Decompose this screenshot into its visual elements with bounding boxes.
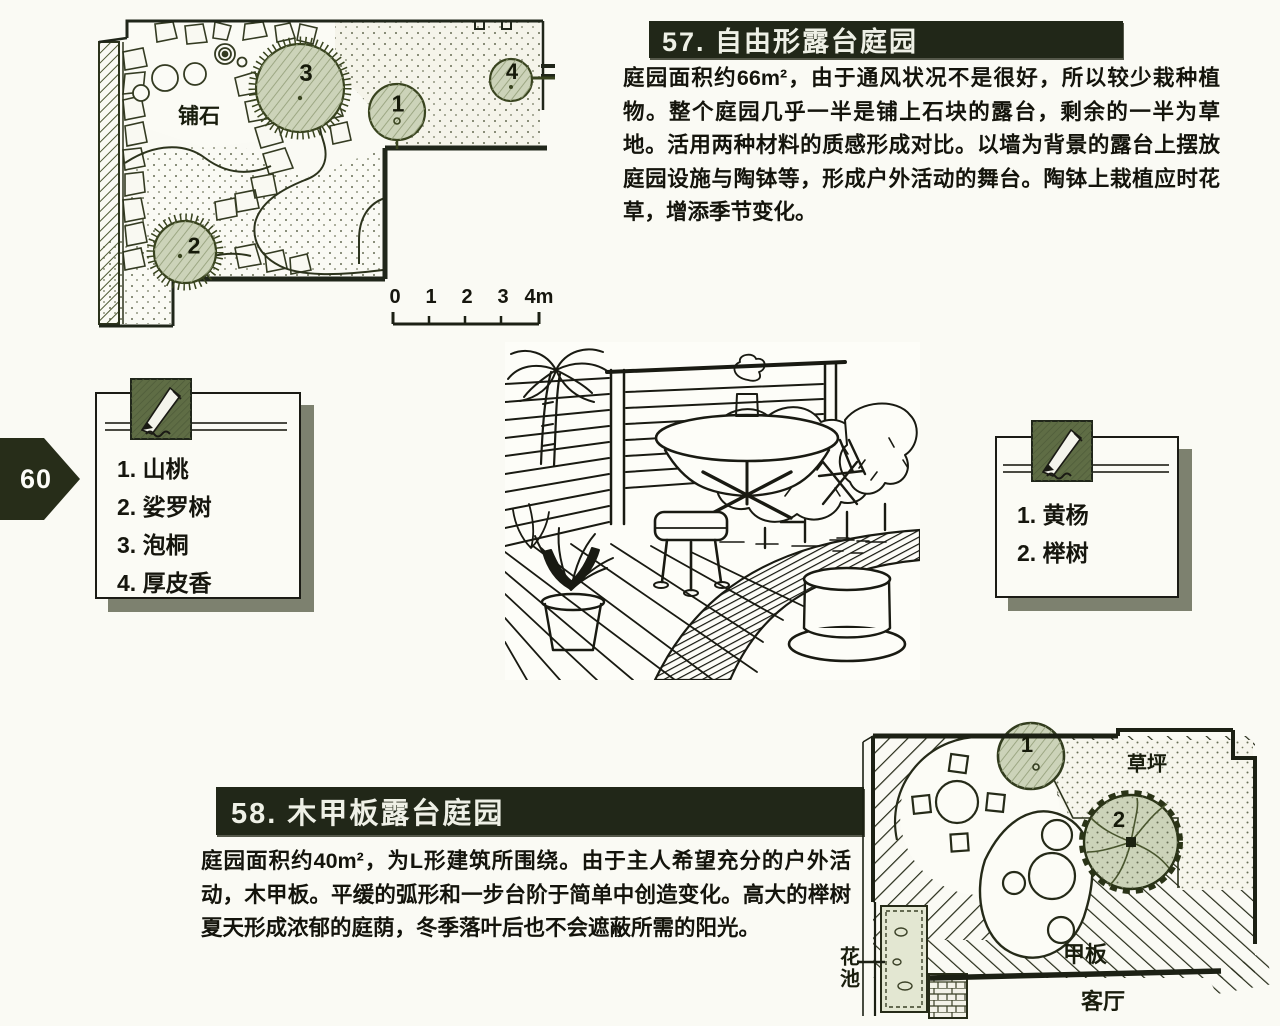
tree-marker-1: 1 [391, 90, 405, 117]
garden-plan-58: 草坪 甲板 客厅 花池 1 2 [835, 700, 1280, 1021]
plan57-walls [98, 19, 547, 328]
flower-bed-label: 花池 [836, 946, 859, 990]
section-57-title: 57. 自由形露台庭园 [649, 21, 1123, 58]
page-number: 60 [20, 463, 53, 494]
scale-tick-3: 3 [497, 286, 509, 308]
garden-plan-58-drawing [857, 721, 1273, 1019]
section-58-body: 庭园面积约40m²，为L形建筑所围绕。由于主人希望充分的户外活动，木甲板。平缓的… [201, 849, 851, 940]
brick-paving [928, 973, 968, 1019]
hedge-band [98, 41, 120, 325]
legend-item: 1. 黄杨 [1017, 502, 1089, 528]
legend-item: 3. 泡桐 [117, 532, 189, 558]
pencil-note-icon [1031, 420, 1093, 487]
tree-symbols [996, 721, 1183, 894]
gate-symbol [541, 64, 555, 78]
scale-bar-ruler [391, 312, 541, 326]
pencil-note-icon [130, 378, 192, 445]
legend-item: 1. 山桃 [117, 456, 189, 482]
garden-plan-57: 铺石 3 1 4 2 [85, 8, 555, 330]
scale-tick-1: 1 [425, 286, 437, 308]
deck-label: 甲板 [1062, 942, 1108, 967]
plant-legend-57: 1. 山桃 2. 娑罗树 3. 泡桐 4. 厚皮香 [93, 376, 318, 611]
sketch-drawing [504, 342, 922, 682]
scale-tick-4m: 4m [524, 286, 554, 308]
section-58-title: 58. 木甲板露台庭园 [216, 787, 864, 835]
table-and-stools [910, 752, 1006, 853]
legend-item: 2. 榉树 [1017, 540, 1089, 566]
living-room-label: 客厅 [1080, 989, 1126, 1014]
legend-card: 1. 黄杨 2. 榉树 [995, 420, 1179, 598]
legend-card: 1. 山桃 2. 娑罗树 3. 泡桐 4. 厚皮香 [95, 378, 301, 602]
flower-bed [880, 905, 928, 1013]
tree-marker-3: 3 [299, 60, 313, 87]
tree-symbols [146, 36, 555, 291]
patio-circles [1001, 818, 1077, 945]
lawn-label: 草坪 [1127, 753, 1167, 776]
terrace-perspective-sketch [504, 342, 922, 682]
paving-label: 铺石 [178, 105, 220, 128]
tree-marker-1: 1 [1020, 732, 1034, 757]
legend-item: 4. 厚皮香 [117, 570, 212, 596]
stepping-stones [132, 62, 207, 102]
plan58-walls [857, 728, 1257, 1016]
legend-item: 2. 娑罗树 [117, 494, 212, 520]
page-number-marker: 60 [0, 438, 80, 520]
spiral-shrub [214, 43, 248, 68]
plant-legend-58: 1. 黄杨 2. 榉树 [993, 418, 1203, 608]
tree-marker-4: 4 [505, 59, 519, 84]
tree-marker-2: 2 [187, 232, 201, 259]
tree-marker-2: 2 [1112, 807, 1126, 832]
legend-items: 1. 山桃 2. 娑罗树 3. 泡桐 4. 厚皮香 [117, 450, 212, 602]
scale-tick-2: 2 [461, 286, 473, 308]
scale-bar: 0 1 2 3 4m [383, 286, 554, 332]
legend-items: 1. 黄杨 2. 榉树 [1017, 496, 1089, 572]
section-57-body: 庭园面积约66m²，由于通风状况不是很好，所以较少栽种植物。整个庭园几乎一半是铺… [623, 66, 1220, 224]
garden-plan-57-drawing [98, 19, 555, 328]
scale-tick-0: 0 [389, 286, 401, 308]
